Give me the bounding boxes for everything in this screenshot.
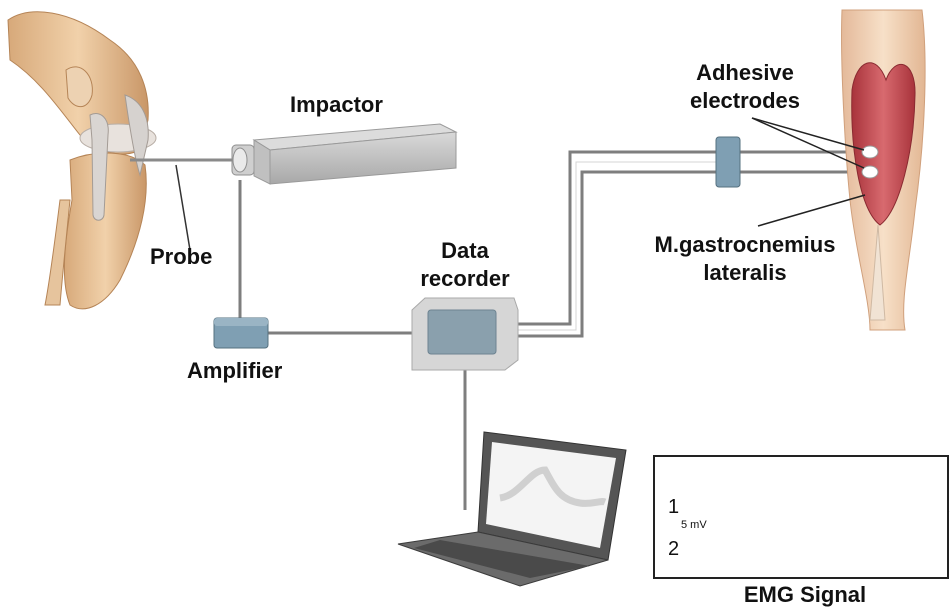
muscle-label-line2: lateralis: [703, 260, 787, 285]
electrode-connector: [715, 136, 741, 188]
muscle-label-line1: M.gastrocnemius: [654, 232, 836, 257]
laptop: [397, 431, 627, 587]
probe-label: Probe: [150, 244, 213, 269]
emg-channel-2-label: 2: [668, 538, 680, 560]
emg-signal-title: EMG Signal: [743, 582, 867, 607]
amplifier-label: Amplifier: [187, 358, 283, 383]
emg-channel-1-label: 1: [668, 496, 680, 518]
knee-illustration: [7, 11, 157, 310]
electrode-pointer-1: [751, 117, 865, 151]
probe-pointer: [175, 164, 191, 251]
data-recorder-label-line1: Data: [441, 238, 489, 263]
data-recorder: [411, 297, 519, 371]
data-recorder-label-line2: recorder: [420, 266, 510, 291]
adhesive-electrodes-label-line2: electrodes: [689, 88, 801, 113]
leg-illustration: [841, 9, 926, 331]
wires: [238, 150, 860, 510]
emg-signal-panel: [653, 455, 949, 579]
impactor-label: Impactor: [290, 92, 383, 117]
amplifier-box: [213, 317, 269, 349]
impactor-device: [231, 123, 458, 185]
electrode-pointer-2: [751, 117, 865, 169]
emg-scale-label: 5 mV: [681, 519, 707, 531]
muscle-pointer: [757, 194, 866, 227]
adhesive-electrodes-label-line1: Adhesive: [696, 60, 794, 85]
